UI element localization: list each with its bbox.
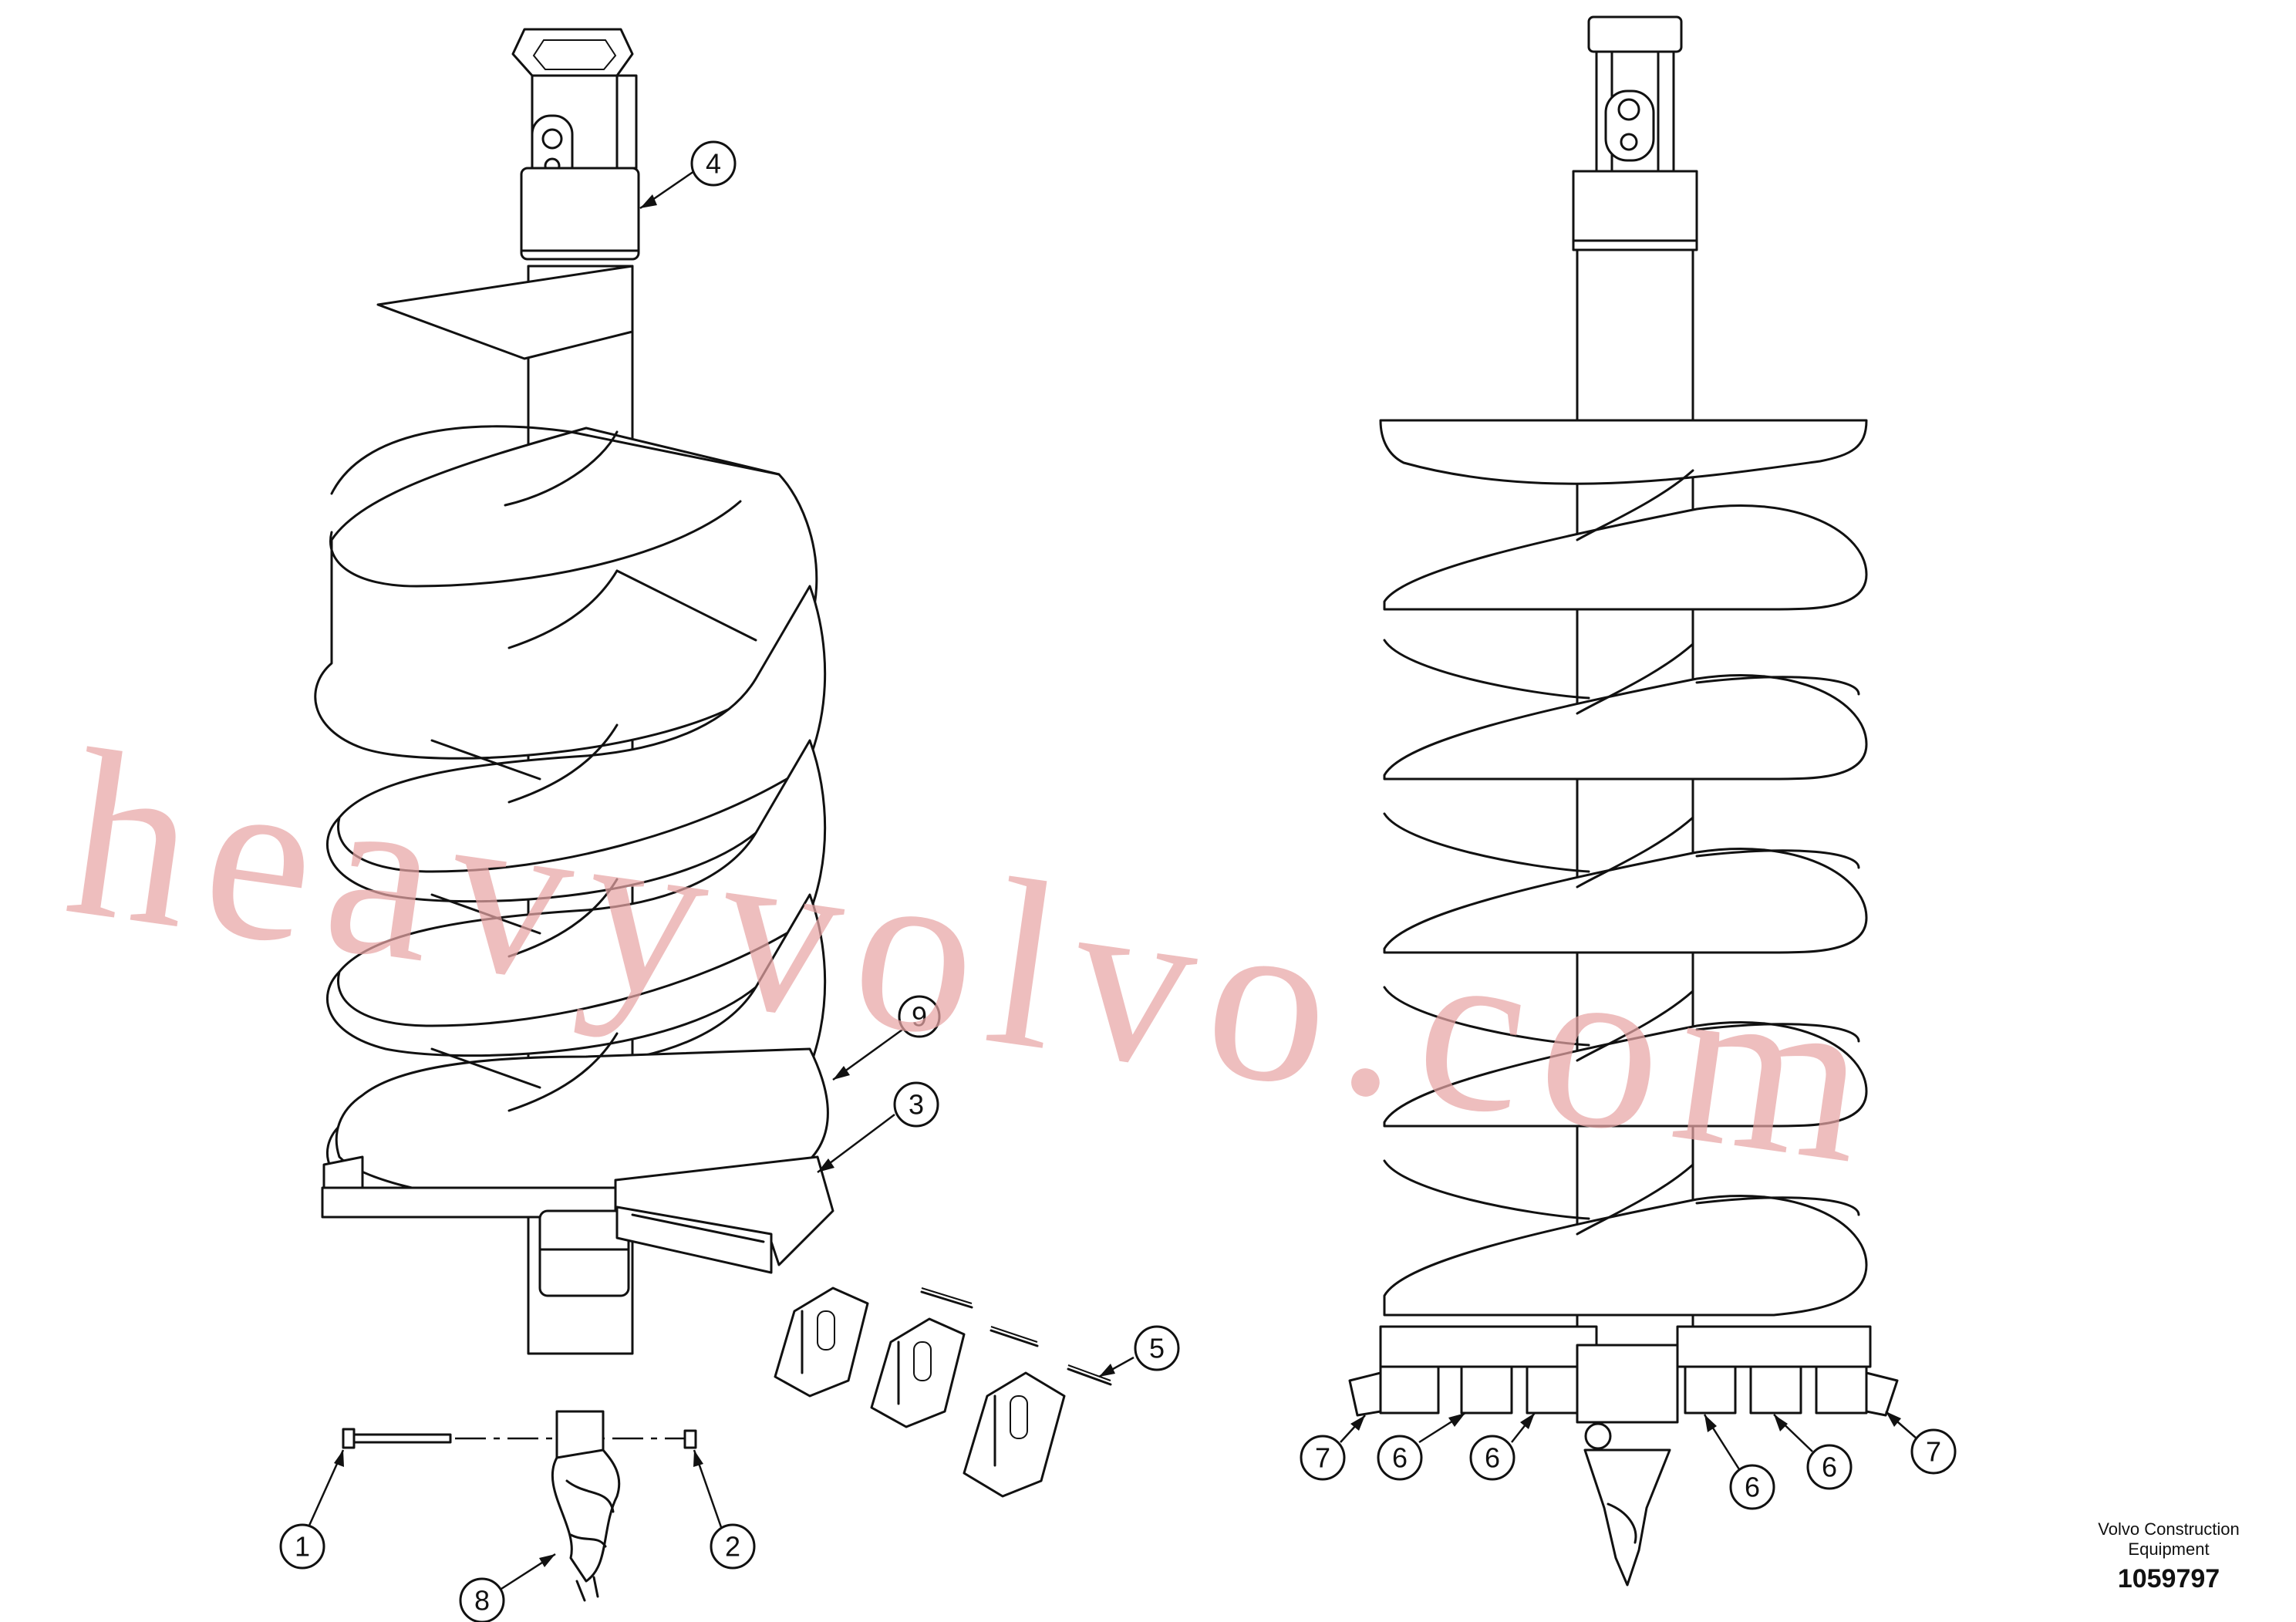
svg-text:6: 6: [1822, 1452, 1837, 1483]
front-flights: [1379, 419, 1868, 1317]
company-name: Volvo Construction Equipment: [2098, 1519, 2240, 1559]
svg-text:3: 3: [909, 1089, 924, 1121]
svg-text:8: 8: [474, 1585, 490, 1617]
svg-text:6: 6: [1392, 1442, 1408, 1474]
tooth-holder-bar: [1348, 1325, 1899, 1424]
svg-text:7: 7: [1315, 1442, 1330, 1474]
svg-text:9: 9: [912, 1001, 927, 1033]
front-pilot-bit: [1583, 1422, 1671, 1587]
collar: [520, 167, 640, 268]
svg-text:4: 4: [706, 148, 721, 180]
svg-text:2: 2: [725, 1531, 740, 1563]
callout-6-b: 6: [1469, 1412, 1536, 1481]
hex-drive-head: [511, 28, 638, 187]
callout-7-left: 7: [1300, 1415, 1366, 1481]
svg-text:6: 6: [1485, 1442, 1500, 1474]
flight-top-end: [376, 265, 634, 360]
callout-5: 5: [1098, 1325, 1180, 1378]
auger-front-view: [1348, 15, 1899, 1587]
auger-perspective-view: [314, 28, 1112, 1602]
callout-6-a: 6: [1377, 1411, 1466, 1481]
footer: Volvo Construction Equipment 1059797: [2088, 1519, 2250, 1594]
callout-9: 9: [832, 995, 941, 1081]
svg-text:6: 6: [1745, 1472, 1760, 1503]
callout-3: 3: [817, 1081, 939, 1173]
svg-text:1: 1: [295, 1531, 310, 1563]
loose-tooth-2: [870, 1317, 966, 1428]
loose-tooth-3: [963, 1371, 1066, 1498]
retaining-pins: [920, 1287, 1112, 1386]
callout-8: 8: [459, 1553, 556, 1622]
svg-text:7: 7: [1926, 1436, 1941, 1468]
svg-text:5: 5: [1149, 1333, 1165, 1364]
callout-4: 4: [639, 140, 737, 210]
callout-7-right: 7: [1885, 1411, 1957, 1475]
auger-flights: [314, 425, 829, 1212]
pilot-bit-assembly: [342, 1410, 697, 1602]
callout-1: 1: [279, 1449, 345, 1570]
callout-2: 2: [693, 1449, 756, 1570]
document-number: 1059797: [2117, 1564, 2220, 1593]
callout-6-d: 6: [1773, 1414, 1853, 1490]
auger-bottom-assembly: [321, 1155, 834, 1297]
callout-6-c: 6: [1703, 1414, 1775, 1510]
loose-tooth-1: [774, 1286, 869, 1398]
